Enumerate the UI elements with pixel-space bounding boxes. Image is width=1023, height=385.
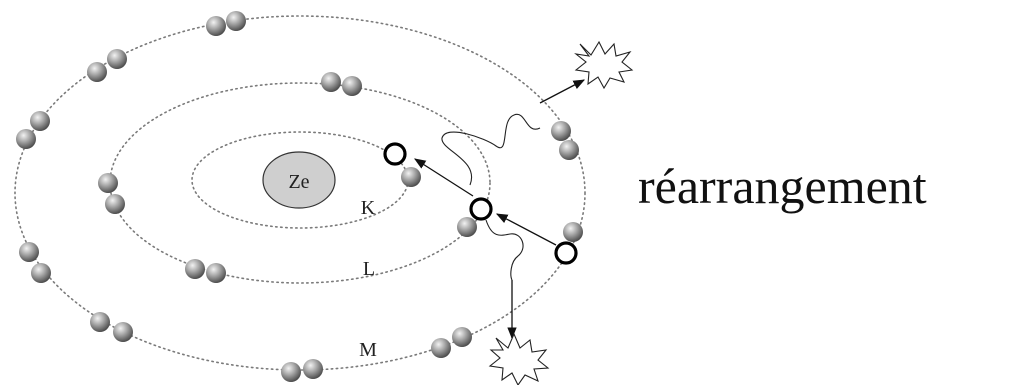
electron: [342, 76, 362, 96]
electron: [452, 327, 472, 347]
nucleus-label: Ze: [288, 171, 309, 193]
vacancy-l-shell: [471, 199, 491, 219]
electron: [431, 338, 451, 358]
rearrangement-caption: réarrangement: [638, 158, 927, 214]
shell-m-label: M: [359, 339, 377, 361]
electron: [281, 362, 301, 382]
electron: [321, 72, 341, 92]
emission-burst-upper-icon: [576, 42, 632, 88]
electron: [185, 259, 205, 279]
shell-l-label: L: [363, 258, 375, 280]
electron: [107, 49, 127, 69]
k-shell-electrons: [401, 167, 421, 187]
electron: [206, 263, 226, 283]
electron: [90, 312, 110, 332]
photon-wave-upper: [442, 114, 540, 185]
photon-wave-lower: [486, 220, 523, 280]
electron: [98, 173, 118, 193]
electron: [206, 16, 226, 36]
photon-arrow-upper: [540, 80, 584, 103]
electron: [551, 121, 571, 141]
electron: [226, 11, 246, 31]
electron: [457, 217, 477, 237]
emission-burst-lower-icon: [490, 334, 548, 385]
shell-k-label: K: [361, 197, 376, 219]
vacancy-m-shell: [556, 243, 576, 263]
electron: [303, 359, 323, 379]
electron: [30, 111, 50, 131]
electron: [563, 222, 583, 242]
electron: [113, 322, 133, 342]
vacancy-k-shell: [385, 144, 405, 164]
electron: [87, 62, 107, 82]
electron: [559, 140, 579, 160]
electron: [19, 242, 39, 262]
electron: [31, 263, 51, 283]
transition-arrow-m-to-l: [497, 214, 556, 245]
electron: [105, 194, 125, 214]
electron: [16, 129, 36, 149]
transition-arrow-l-to-k: [415, 159, 473, 196]
electron: [401, 167, 421, 187]
